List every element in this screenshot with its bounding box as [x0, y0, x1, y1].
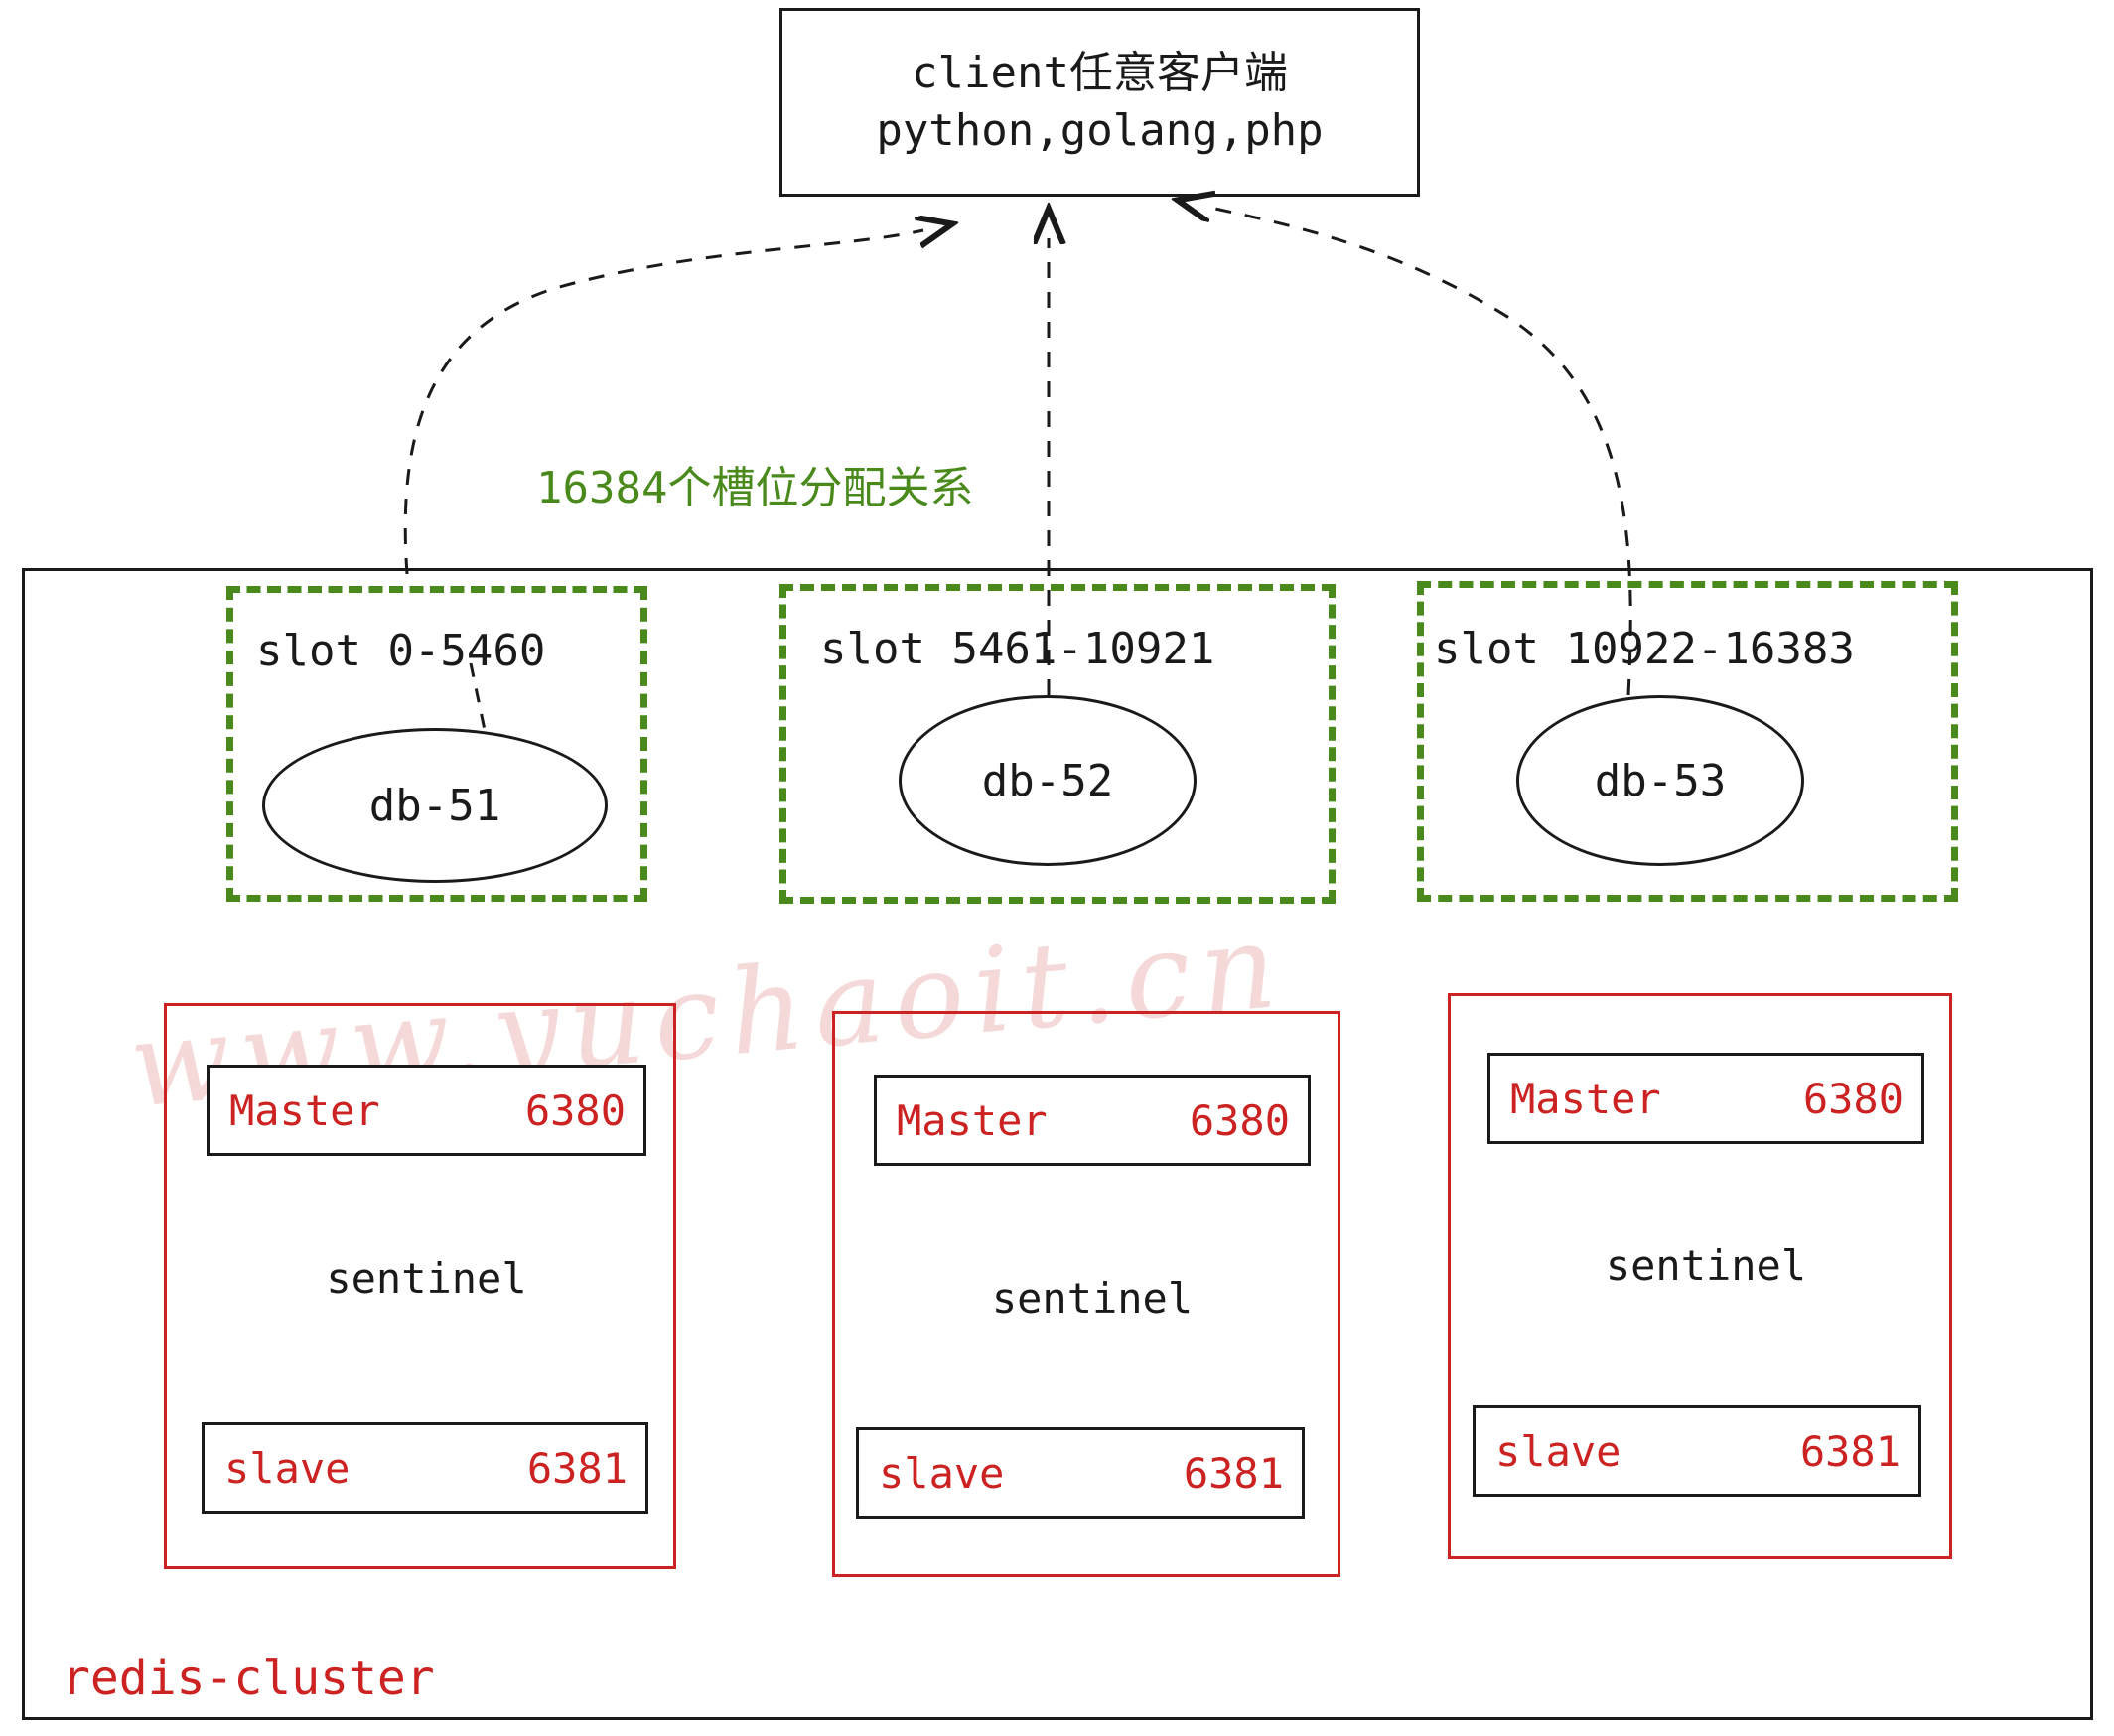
node-box-2	[832, 1011, 1340, 1577]
node-2-slave-role: slave	[879, 1448, 1005, 1498]
node-2-master-port: 6380	[1189, 1095, 1290, 1145]
node-box-1	[164, 1003, 676, 1569]
node-3-master: Master 6380	[1487, 1053, 1924, 1144]
node-2-slave-port: 6381	[1183, 1448, 1284, 1498]
db-node-2-label: db-52	[981, 755, 1114, 806]
slots-annotation: 16384个槽位分配关系	[536, 463, 974, 513]
db-node-3-label: db-53	[1594, 755, 1727, 806]
redis-cluster-box	[22, 568, 2093, 1720]
node-2-sentinel: sentinel	[991, 1274, 1194, 1323]
node-3-slave: slave 6381	[1473, 1405, 1921, 1497]
db-node-2: db-52	[899, 695, 1197, 866]
slot-group-1-title: slot 0-5460	[256, 626, 546, 676]
node-3-sentinel: sentinel	[1605, 1241, 1807, 1290]
node-1-slave: slave 6381	[202, 1422, 648, 1514]
node-1-master: Master 6380	[207, 1065, 646, 1156]
slot-group-2-title: slot 5461-10921	[820, 624, 1215, 674]
slot-group-3-title: slot 10922-16383	[1434, 624, 1855, 674]
node-2-master: Master 6380	[874, 1075, 1311, 1166]
node-3-master-port: 6380	[1802, 1074, 1903, 1123]
client-label-line1: client任意客户端	[912, 47, 1288, 98]
node-box-3	[1448, 993, 1952, 1559]
redis-cluster-label: redis-cluster	[62, 1651, 435, 1706]
node-1-slave-port: 6381	[526, 1443, 628, 1493]
db-node-1: db-51	[262, 728, 608, 883]
node-3-master-role: Master	[1510, 1074, 1661, 1123]
node-2-slave: slave 6381	[856, 1427, 1305, 1519]
node-2-master-role: Master	[897, 1095, 1048, 1145]
node-1-slave-role: slave	[224, 1443, 351, 1493]
db-node-3: db-53	[1516, 695, 1804, 866]
node-1-sentinel: sentinel	[326, 1254, 527, 1303]
slot-group-1	[226, 586, 647, 902]
client-label-line2: python,golang,php	[876, 105, 1324, 156]
node-3-slave-role: slave	[1495, 1426, 1621, 1476]
node-3-slave-port: 6381	[1799, 1426, 1901, 1476]
node-1-master-port: 6380	[524, 1085, 626, 1135]
db-node-1-label: db-51	[368, 780, 501, 831]
slot-group-3	[1417, 581, 1958, 902]
node-1-master-role: Master	[229, 1085, 380, 1135]
slot-group-2	[779, 584, 1336, 904]
client-box: client任意客户端 python,golang,php	[779, 8, 1420, 197]
